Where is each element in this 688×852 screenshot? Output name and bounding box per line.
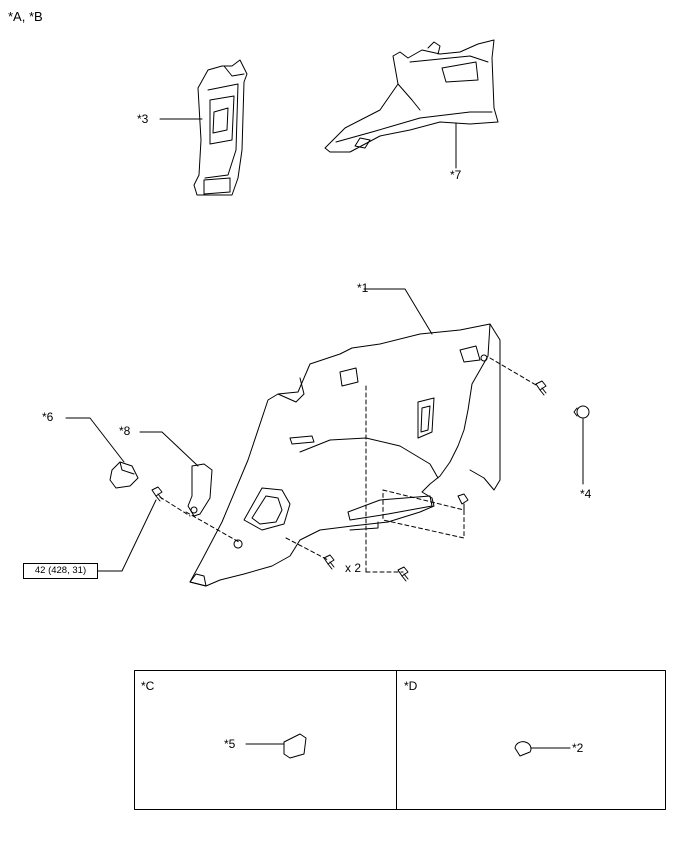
leader-line-1	[363, 288, 433, 335]
bolt-icon	[323, 554, 335, 570]
clip-icon	[457, 493, 469, 513]
clip-icon	[573, 405, 590, 419]
clip-part	[514, 741, 532, 757]
bolt-icon	[397, 566, 409, 582]
installation-lines	[159, 357, 537, 573]
bracket-part	[187, 463, 213, 517]
pillar-garnish-part	[193, 59, 248, 196]
callout-4: *4	[580, 487, 592, 501]
leader-line-6	[65, 417, 125, 463]
detail-panel-d-label: *D	[404, 679, 418, 693]
bolt-quantity: x 2	[345, 561, 362, 575]
callout-7: *7	[450, 168, 462, 182]
callout-1: *1	[357, 281, 369, 295]
callout-8: *8	[119, 424, 131, 438]
cap-part	[283, 733, 307, 759]
callout-3: *3	[137, 112, 149, 126]
bolt-icon	[535, 380, 547, 396]
detail-panel-c-label: *C	[141, 679, 155, 693]
callout-6: *6	[42, 410, 54, 424]
cover-part	[109, 461, 139, 489]
variant-label: *A, *B	[8, 9, 43, 24]
leader-line-8	[139, 431, 199, 467]
detail-panels-frame	[134, 670, 666, 810]
callout-5: *5	[224, 737, 236, 751]
bolt-icon	[151, 486, 163, 502]
quarter-trim-panel-part	[189, 323, 501, 587]
callout-2: *2	[572, 741, 584, 755]
torque-spec-box: 42 (428, 31)	[23, 563, 98, 579]
upper-trim-part	[324, 39, 499, 153]
leader-line-torque	[96, 499, 157, 572]
